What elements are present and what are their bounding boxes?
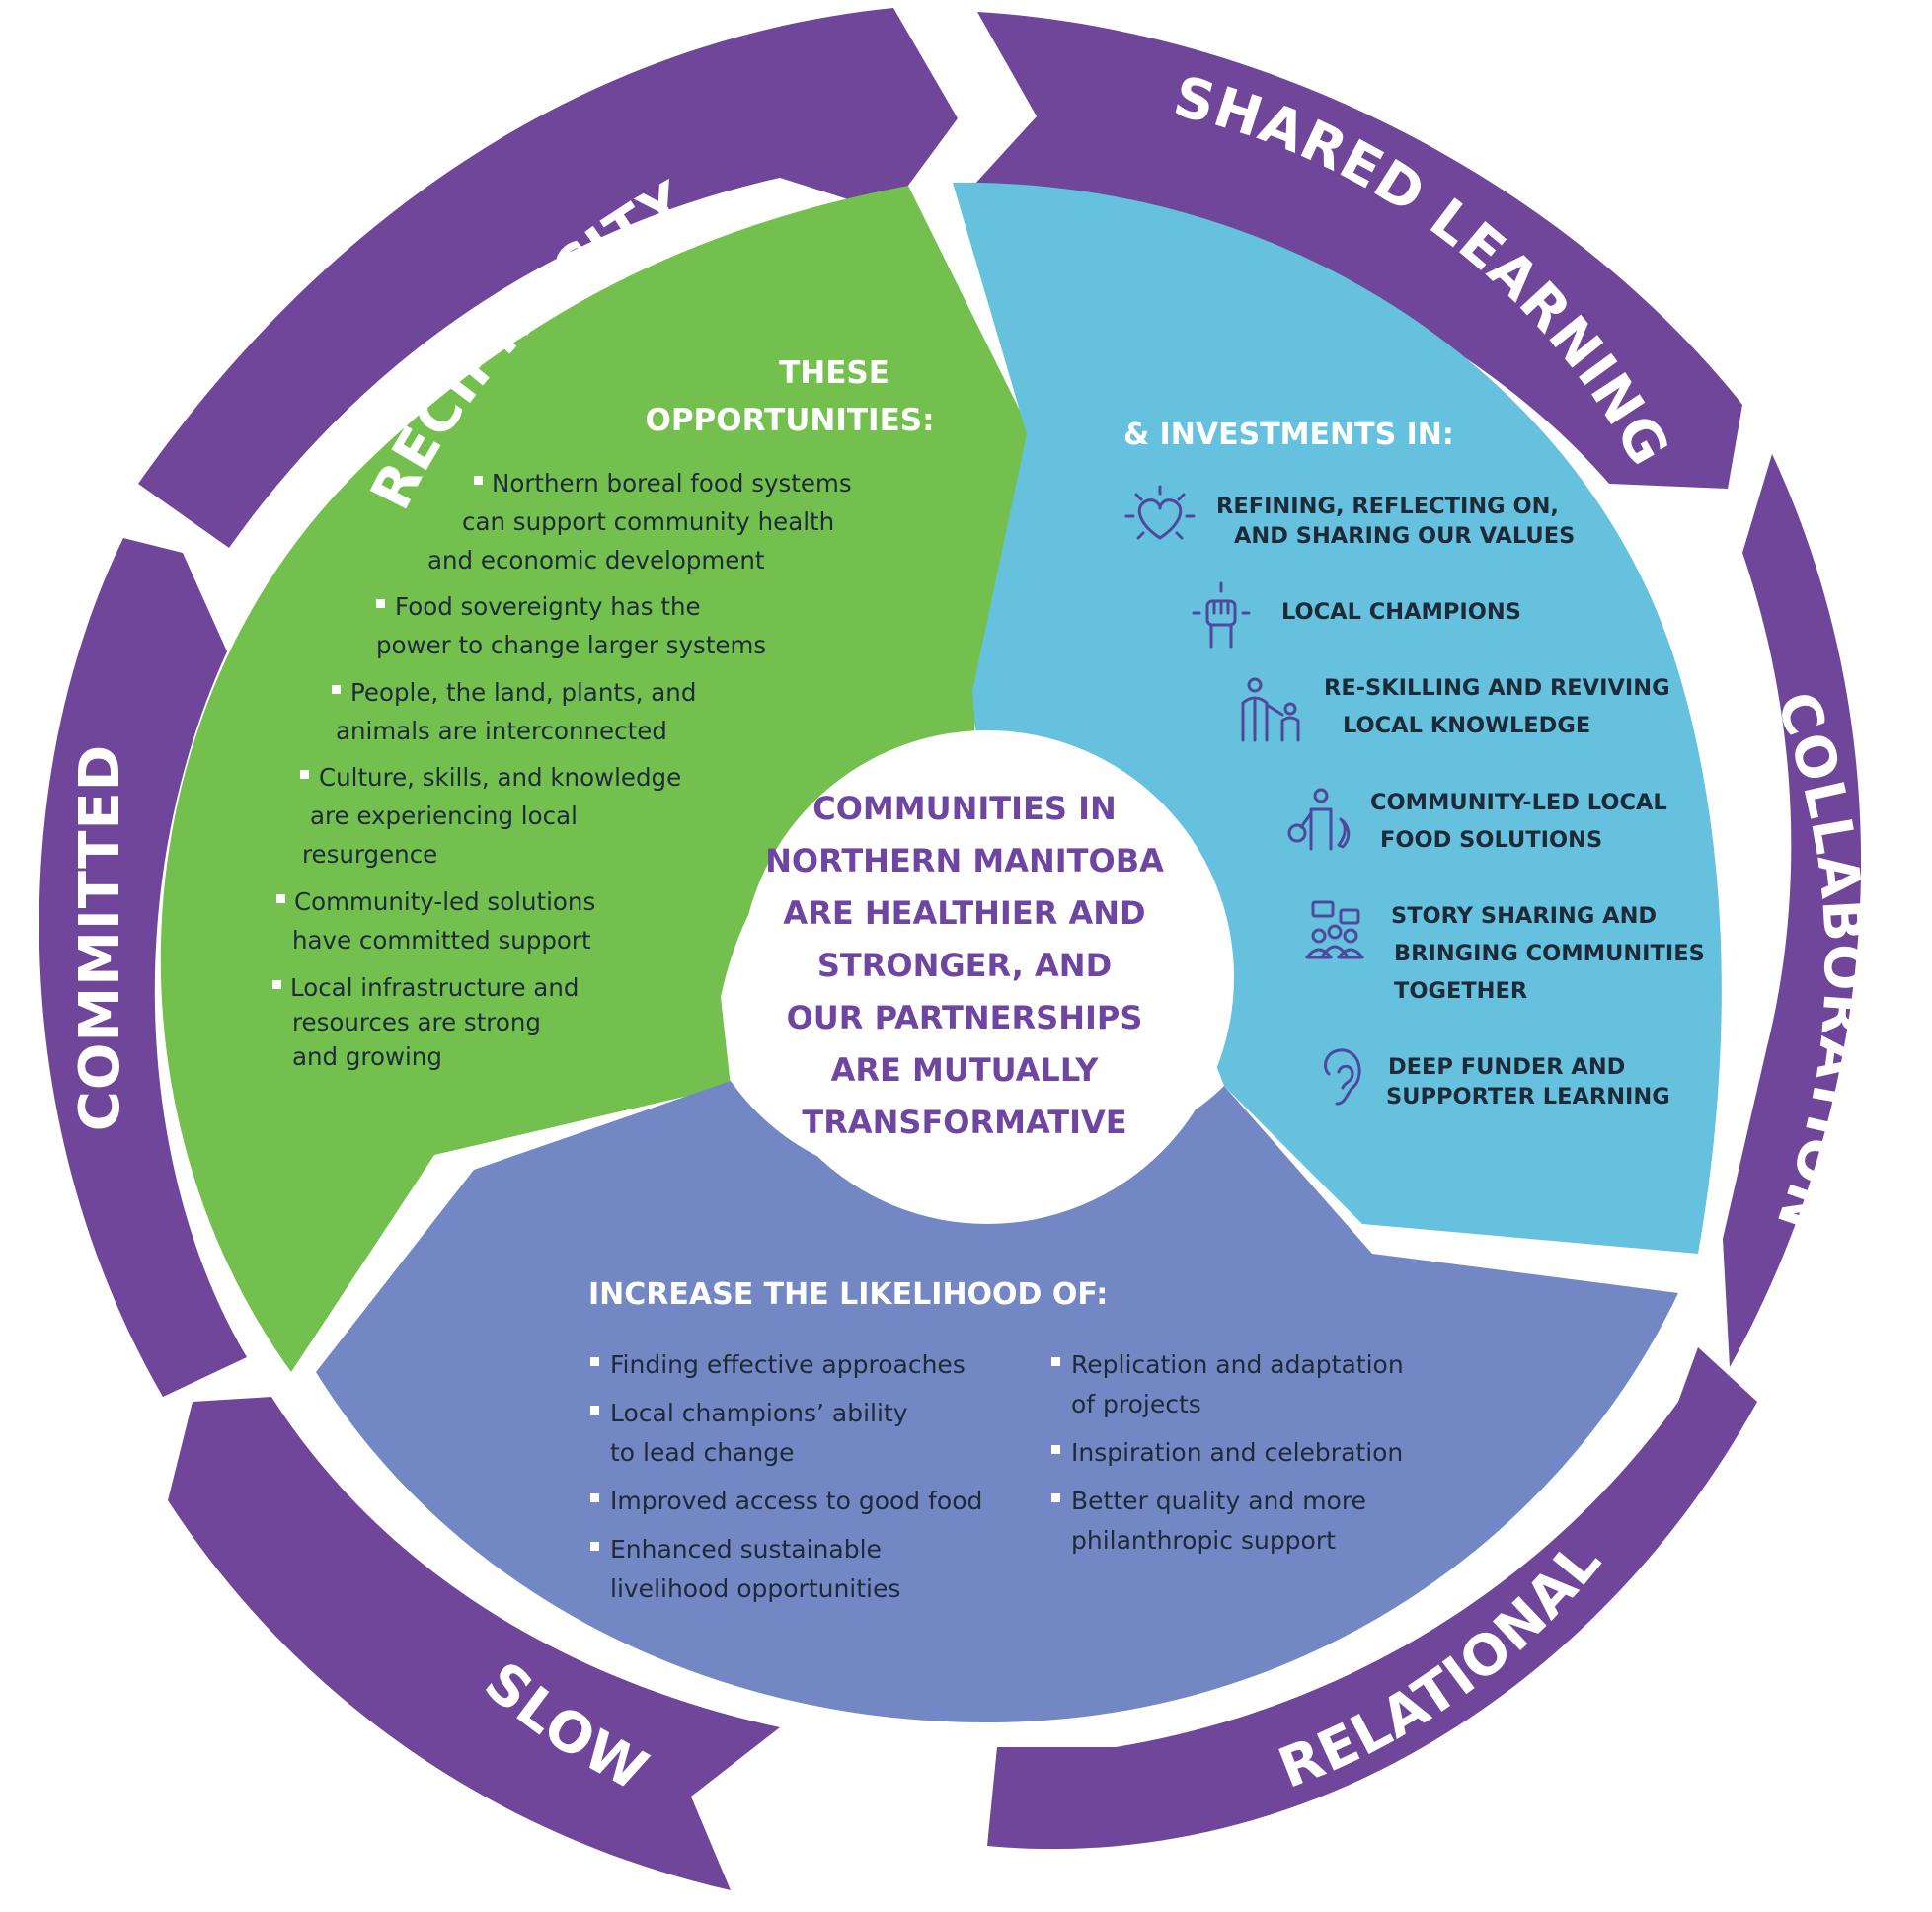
investments-text: & INVESTMENTS IN: bbox=[1123, 418, 1705, 1109]
investments-section bbox=[953, 182, 1722, 1255]
outer-ring bbox=[39, 8, 1862, 1890]
raised-fist-icon bbox=[1192, 581, 1251, 649]
opportunity-text: power to change larger systems bbox=[376, 631, 766, 659]
bullet-marker bbox=[590, 1406, 599, 1415]
investment-text: SUPPORTER LEARNING bbox=[1386, 1084, 1670, 1109]
opportunity-text: People, the land, plants, and bbox=[350, 678, 696, 707]
likelihood-text-line: Replication and adaptation bbox=[1071, 1350, 1404, 1379]
opportunity-text: are experiencing local bbox=[310, 802, 578, 830]
ring-segment-reciprocity bbox=[138, 8, 958, 548]
bullet-marker bbox=[272, 980, 281, 989]
investment-text: TOGETHER bbox=[1394, 978, 1527, 1004]
investment-text: FOOD SOLUTIONS bbox=[1380, 827, 1602, 853]
ring-label-committed: COMMITTED bbox=[68, 744, 132, 1131]
bullet-marker bbox=[590, 1357, 599, 1366]
ring-segment-slow bbox=[168, 1397, 780, 1890]
investment-text: STORY SHARING AND bbox=[1391, 903, 1657, 929]
investment-text: COMMUNITY-LED LOCAL bbox=[1370, 790, 1667, 815]
likelihood-text-line: Enhanced sustainable bbox=[610, 1535, 882, 1564]
opportunities-heading-line1: THESE bbox=[779, 355, 889, 391]
bullet-marker bbox=[300, 770, 309, 779]
bullet-marker bbox=[590, 1493, 599, 1502]
likelihood-list-col2: Replication and adaptation of projectsIns… bbox=[1051, 1350, 1404, 1555]
likelihood-text-line: Local champions’ ability bbox=[610, 1399, 908, 1427]
bullet-marker bbox=[1051, 1357, 1060, 1366]
likelihood-text-line: Better quality and more bbox=[1071, 1487, 1366, 1515]
likelihood-text-line: Inspiration and celebration bbox=[1071, 1438, 1403, 1467]
center-circle bbox=[740, 730, 1234, 1224]
parent-child-icon bbox=[1241, 677, 1300, 742]
likelihood-text-line: livelihood opportunities bbox=[610, 1574, 900, 1603]
likelihood-text-line: of projects bbox=[1071, 1390, 1201, 1418]
ring-segment-committed bbox=[39, 538, 248, 1397]
center-text-line: OUR PARTNERSHIPS bbox=[787, 999, 1143, 1036]
center-text-line: ARE MUTUALLY bbox=[831, 1051, 1100, 1089]
investment-text: DEEP FUNDER AND bbox=[1388, 1054, 1625, 1080]
investment-text: AND SHARING OUR VALUES bbox=[1234, 523, 1575, 549]
likelihood-text-line: philanthropic support bbox=[1071, 1526, 1336, 1555]
likelihood-text-line: Improved access to good food bbox=[610, 1487, 982, 1515]
opportunities-section bbox=[160, 186, 1032, 1372]
opportunity-text: Local infrastructure and bbox=[290, 973, 579, 1002]
ring-segment-relational bbox=[987, 1347, 1757, 1850]
center-text-line: NORTHERN MANITOBA bbox=[765, 842, 1164, 880]
ear-icon bbox=[1324, 1048, 1361, 1106]
center-text-line: TRANSFORMATIVE bbox=[802, 1104, 1126, 1141]
opportunities-list: Northern boreal food systems can support … bbox=[272, 469, 852, 1071]
opportunities-heading-line2: OPPORTUNITIES: bbox=[645, 403, 934, 438]
opportunity-text: animals are interconnected bbox=[336, 717, 667, 745]
likelihood-text-line: to lead change bbox=[610, 1438, 795, 1467]
bullet-marker bbox=[1051, 1493, 1060, 1502]
center-statement: COMMUNITIES IN NORTHERN MANITOBA ARE HEALT… bbox=[765, 790, 1164, 1141]
opportunity-text: have committed support bbox=[292, 926, 591, 955]
center-text-line: ARE HEALTHIER AND bbox=[783, 894, 1145, 932]
likelihood-heading: INCREASE THE LIKELIHOOD OF: bbox=[588, 1277, 1108, 1312]
center-text-line: STRONGER, AND bbox=[817, 947, 1112, 984]
opportunity-text: Community-led solutions bbox=[294, 887, 595, 916]
likelihood-text-line: Finding effective approaches bbox=[610, 1350, 966, 1379]
likelihood-section bbox=[316, 1081, 1678, 1722]
opportunity-text: and growing bbox=[292, 1042, 442, 1071]
investment-text: BRINGING COMMUNITIES bbox=[1394, 941, 1705, 966]
bullet-marker bbox=[1051, 1445, 1060, 1454]
investment-text: REFINING, REFLECTING ON, bbox=[1216, 494, 1559, 519]
heart-icon bbox=[1124, 485, 1196, 540]
opportunity-text: Culture, skills, and knowledge bbox=[319, 763, 681, 792]
investment-text: RE-SKILLING AND REVIVING bbox=[1324, 675, 1670, 701]
group-speech-icon bbox=[1305, 900, 1364, 959]
opportunity-text: can support community health bbox=[462, 507, 834, 536]
investment-text: LOCAL CHAMPIONS bbox=[1281, 599, 1521, 625]
opportunity-text: Northern boreal food systems bbox=[492, 469, 852, 497]
bullet-marker bbox=[276, 894, 285, 903]
investments-heading: & INVESTMENTS IN: bbox=[1123, 418, 1454, 452]
opportunity-text: and economic development bbox=[427, 546, 765, 574]
bullet-marker bbox=[332, 685, 341, 694]
center-text-line: COMMUNITIES IN bbox=[812, 790, 1117, 827]
opportunity-text: Food sovereignty has the bbox=[395, 592, 701, 621]
bullet-marker bbox=[376, 599, 385, 608]
bullet-marker bbox=[590, 1542, 599, 1551]
bullet-marker bbox=[474, 476, 483, 485]
investments-list: REFINING, REFLECTING ON, AND SHARING OUR … bbox=[1216, 494, 1705, 1109]
likelihood-text: INCREASE THE LIKELIHOOD OF: Finding effe… bbox=[588, 1277, 1404, 1603]
opportunities-text: THESE OPPORTUNITIES: Northern boreal foo… bbox=[272, 355, 935, 1071]
opportunity-text: resurgence bbox=[302, 840, 437, 869]
investment-text: LOCAL KNOWLEDGE bbox=[1343, 713, 1590, 738]
ring-segment-shared-learning bbox=[963, 12, 1742, 489]
opportunity-text: resources are strong bbox=[292, 1008, 541, 1036]
ring-segment-collaboration bbox=[1723, 454, 1862, 1367]
person-with-food-icon bbox=[1287, 788, 1351, 851]
